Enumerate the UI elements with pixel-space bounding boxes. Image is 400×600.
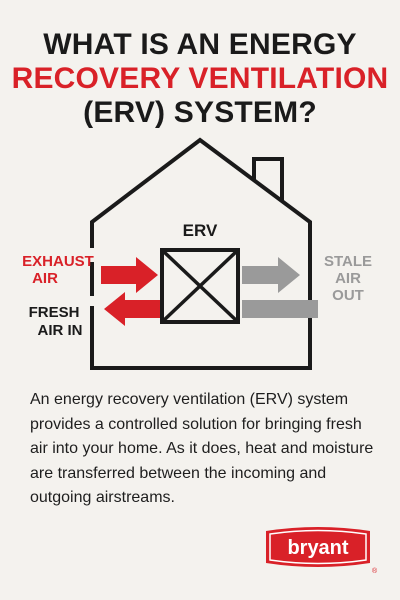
stale-label-line-2: AIR (335, 270, 361, 287)
bryant-logo: bryant (262, 524, 374, 570)
stale-label-line-3: OUT (332, 287, 364, 304)
description-paragraph: An energy recovery ventilation (ERV) sys… (30, 391, 374, 506)
logo-text: bryant (287, 537, 348, 559)
page-title: WHAT IS AN ENERGY RECOVERY VENTILATION (… (0, 28, 400, 130)
exhaust-label-line-1: EXHAUST (22, 253, 94, 270)
fresh-label-line-1: FRESH (29, 304, 80, 321)
house-outline (90, 137, 312, 370)
erv-label: ERV (183, 221, 218, 240)
fresh-air-arrow (104, 292, 160, 326)
erv-unit-icon (160, 248, 240, 324)
chimney (252, 157, 284, 202)
stale-air-arrow (242, 257, 300, 293)
title-line-2: RECOVERY VENTILATION (11, 62, 389, 95)
intake-duct (242, 300, 318, 318)
exhaust-air-arrow (101, 257, 158, 293)
registered-mark: ® (372, 568, 378, 575)
title-line-3: (ERV) SYSTEM? (83, 96, 317, 129)
exhaust-label-line-2: AIR (32, 270, 58, 287)
title-line-1: WHAT IS AN ENERGY (43, 28, 357, 61)
fresh-label-line-2: AIR IN (38, 322, 83, 339)
stale-label-line-1: STALE (324, 253, 372, 270)
